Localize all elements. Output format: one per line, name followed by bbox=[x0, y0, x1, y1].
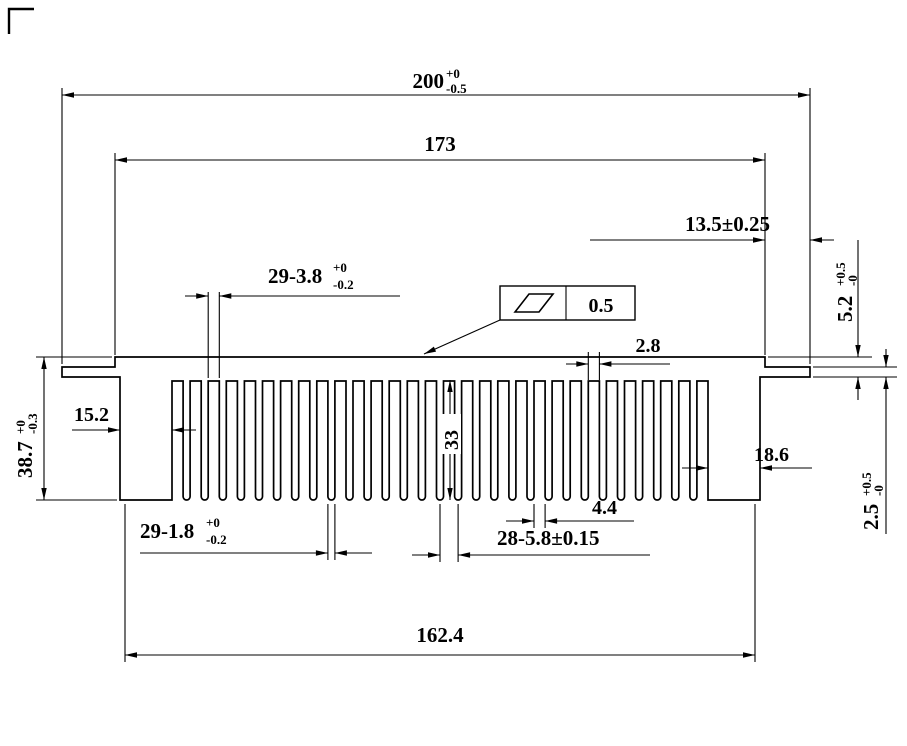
dim-right-offset-text: 13.5±0.25 bbox=[685, 212, 770, 236]
dim-overall-height-tol-down: -0.3 bbox=[25, 413, 40, 434]
dim-plate-thickness-text: 5.2 bbox=[833, 296, 857, 322]
heatsink-profile bbox=[61, 356, 811, 501]
dim-fin-span-text: 162.4 bbox=[416, 623, 464, 647]
dim-fin-height-text: 33 bbox=[441, 430, 463, 450]
parallelism-symbol-icon bbox=[513, 293, 555, 313]
parallelism-frame: 0.5 bbox=[423, 285, 636, 355]
dim-fin-tip-tol-down: -0.2 bbox=[206, 532, 227, 547]
dim-flange-thickness-tol-up: +0.5 bbox=[859, 472, 874, 496]
dim-plate-thickness-tol-up: +0.5 bbox=[833, 262, 848, 286]
dim-fin-tip-tol-up: +0 bbox=[206, 515, 220, 530]
dim-gap-width-text: 29-3.8 bbox=[268, 264, 322, 288]
dim-body-width-text: 173 bbox=[424, 132, 456, 156]
dim-fin-tip: 29-1.8 +0 -0.2 bbox=[140, 504, 372, 560]
dim-root-gap: 2.8 bbox=[566, 335, 670, 380]
dim-overall-height-tol-up: +0 bbox=[13, 420, 28, 434]
dim-gap-width: 29-3.8 +0 -0.2 bbox=[185, 260, 400, 378]
dim-left-end-text: 15.2 bbox=[74, 404, 109, 426]
dim-fin-height: 33 bbox=[439, 380, 463, 500]
heatsink-outline bbox=[61, 356, 811, 501]
dimensions: 200 +0 -0.5 173 13.5±0.25 5.2 +0.5 bbox=[13, 66, 897, 662]
dim-gap-width-tol-down: -0.2 bbox=[333, 277, 354, 292]
dim-overall-width-tol-up: +0 bbox=[446, 66, 460, 81]
dim-tip-gap-text: 4.4 bbox=[592, 497, 617, 519]
dim-overall-width-text: 200 bbox=[413, 69, 445, 93]
dim-flange-thickness-tol-down: -0 bbox=[871, 485, 886, 496]
dim-body-width: 173 bbox=[114, 132, 766, 355]
dim-overall-width: 200 +0 -0.5 bbox=[61, 66, 811, 364]
dim-plate-thickness-tol-down: -0 bbox=[845, 275, 860, 286]
dim-overall-width-tol-down: -0.5 bbox=[446, 81, 467, 96]
dim-fin-tip-text: 29-1.8 bbox=[140, 519, 194, 543]
dim-right-end: 18.6 bbox=[682, 444, 812, 471]
dim-overall-height-text: 38.7 bbox=[13, 441, 37, 478]
dim-fin-pitch: 28-5.8±0.15 bbox=[412, 504, 650, 562]
dim-tip-gap: 4.4 bbox=[506, 497, 634, 528]
frame-corner-mark bbox=[7, 7, 34, 34]
dim-fin-pitch-text: 28-5.8±0.15 bbox=[497, 526, 600, 550]
dim-fin-span: 162.4 bbox=[124, 504, 756, 662]
parallelism-value-text: 0.5 bbox=[589, 295, 614, 317]
dim-right-offset: 13.5±0.25 bbox=[590, 212, 834, 243]
dim-overall-height: 38.7 +0 -0.3 bbox=[13, 356, 117, 501]
dim-plate-thickness: 5.2 +0.5 -0 bbox=[768, 240, 897, 400]
dim-right-end-text: 18.6 bbox=[754, 444, 789, 466]
dim-flange-thickness-text: 2.5 bbox=[859, 504, 883, 530]
dim-root-gap-text: 2.8 bbox=[636, 335, 661, 357]
dim-gap-width-tol-up: +0 bbox=[333, 260, 347, 275]
dim-flange-thickness: 2.5 +0.5 -0 bbox=[813, 349, 897, 534]
dim-left-end: 15.2 bbox=[72, 404, 196, 433]
